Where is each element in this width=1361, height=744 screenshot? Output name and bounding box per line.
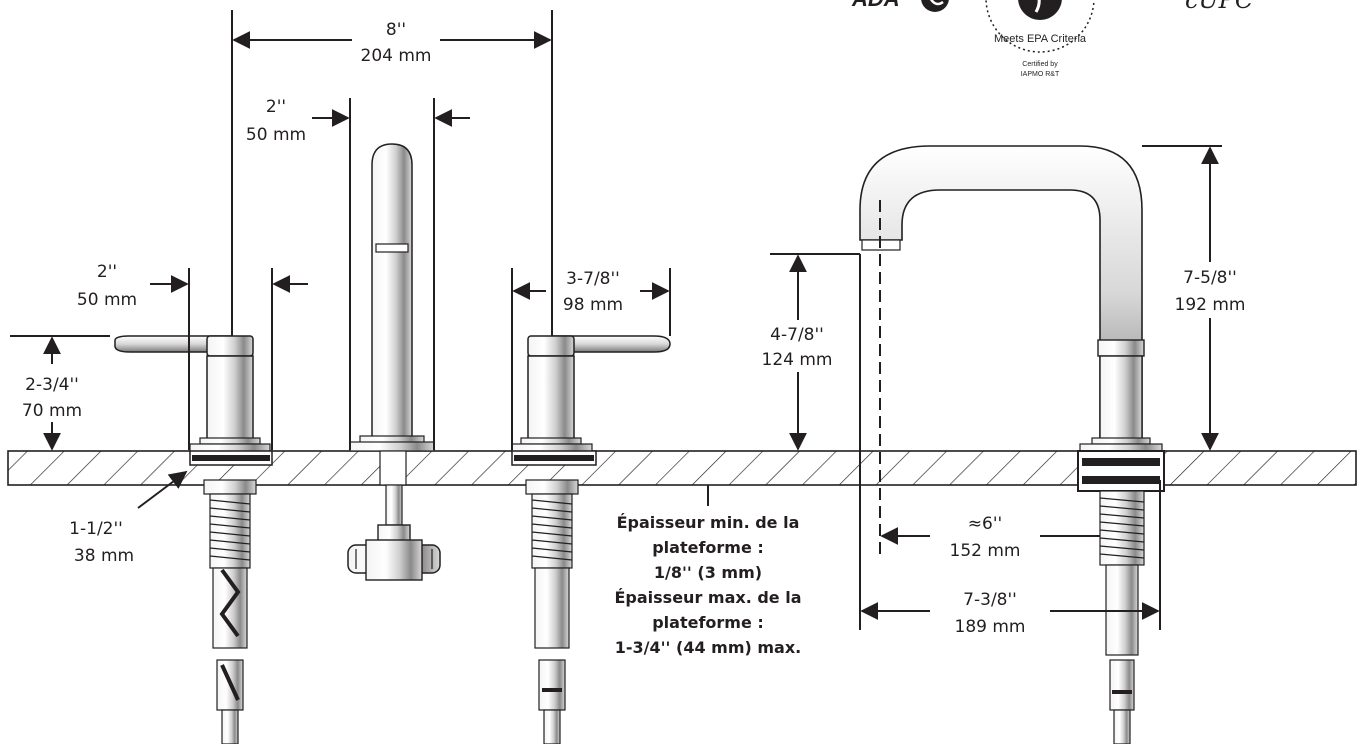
- ada-label: ADA: [851, 0, 900, 11]
- cupc-label: cUPC: [1185, 0, 1253, 14]
- center-spacing-imperial: 8'': [386, 20, 406, 40]
- cupc-badge: cUPC: [1185, 0, 1253, 14]
- handle-height-metric: 70 mm: [22, 401, 82, 421]
- center-spacing-metric: 204 mm: [361, 46, 432, 66]
- epa-criteria-label: Meets EPA Criteria: [994, 33, 1087, 45]
- shank-diameter-imperial: 1-1/2'': [69, 519, 123, 539]
- deck-note-line-2: plateforme :: [652, 538, 764, 557]
- spout-height-metric: 192 mm: [1175, 295, 1246, 315]
- dimension-labels: 8'' 204 mm 2'' 50 mm 2'' 50 mm 3-7/8'' 9…: [22, 20, 1246, 637]
- wheelchair-icon: [921, 0, 949, 12]
- shank-diameter-metric: 38 mm: [74, 546, 134, 566]
- epa-watersense-badge: Meets EPA Criteria Certified by IAPMO R&…: [985, 0, 1095, 78]
- spout-depth-metric: 189 mm: [955, 617, 1026, 637]
- deck-note-line-6: 1-3/4'' (44 mm) max.: [615, 638, 802, 657]
- spout-width-metric: 50 mm: [246, 125, 306, 145]
- deck-note-line-3: 1/8'' (3 mm): [654, 563, 762, 582]
- handle-reach-metric: 98 mm: [563, 295, 623, 315]
- deck-note-line-4: Épaisseur max. de la: [614, 588, 801, 607]
- deck-note-line-5: plateforme :: [652, 613, 764, 632]
- ada-badge: ADA: [851, 0, 949, 12]
- water-drop-icon: [1018, 0, 1062, 20]
- handle-reach-imperial: 3-7/8'': [566, 269, 620, 289]
- handle-height-imperial: 2-3/4'': [25, 375, 79, 395]
- certified-by-org: IAPMO R&T: [1021, 71, 1060, 78]
- spout-depth-imperial: 7-3/8'': [963, 590, 1017, 610]
- center-spout: [347, 143, 441, 581]
- deck-thickness-note: Épaisseur min. de la plateforme : 1/8'' …: [614, 513, 801, 657]
- dimension-lines: [10, 10, 1222, 630]
- handle-width-imperial: 2'': [97, 262, 117, 282]
- side-view-spout: [859, 145, 1165, 744]
- spout-clearance-metric: 124 mm: [762, 350, 833, 370]
- certification-badges: ADA Meets EPA Criteria Certified by IAPM…: [851, 0, 1253, 78]
- spout-clearance-imperial: 4-7/8'': [770, 325, 824, 345]
- deck-note-line-1: Épaisseur min. de la: [617, 513, 800, 532]
- spout-reach-metric: 152 mm: [950, 541, 1021, 561]
- right-handle: [511, 335, 671, 744]
- spout-width-imperial: 2'': [266, 97, 286, 117]
- certified-by-label: Certified by: [1022, 61, 1058, 68]
- handle-width-metric: 50 mm: [77, 290, 137, 310]
- spout-height-imperial: 7-5/8'': [1183, 268, 1237, 288]
- spout-reach-imperial: ≈6'': [968, 514, 1002, 534]
- left-handle: [114, 335, 273, 744]
